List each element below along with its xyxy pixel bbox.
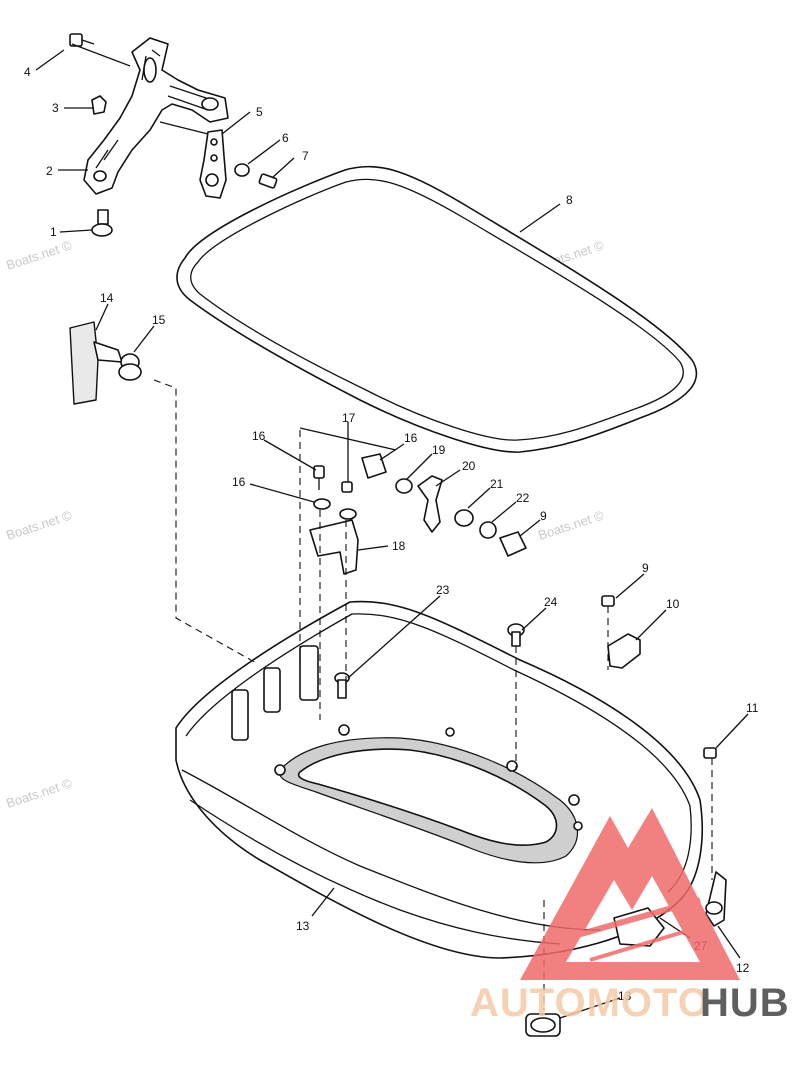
callout-25: 23 <box>436 583 450 597</box>
callout-17: 16 <box>232 475 246 489</box>
watermark: Boats.net © <box>4 507 74 542</box>
lower-hardware <box>334 595 727 1037</box>
callout-19: 17 <box>342 411 356 425</box>
logo-text-automoto: AUTOMOTO <box>470 981 710 1025</box>
bolt-part-1 <box>91 209 113 237</box>
callout-21: 19 <box>432 443 446 457</box>
callouts: 4 3 2 1 5 6 7 8 14 15 16 17 16 19 20 21 … <box>24 65 759 1003</box>
grommet-part-16 <box>118 353 142 381</box>
logo-text-hub: HUB <box>700 981 790 1025</box>
callout-1: 1 <box>50 225 57 239</box>
callout-13: 13 <box>618 989 632 1003</box>
cap-part-3 <box>91 95 107 115</box>
callout-18: 16 <box>252 429 266 443</box>
automotohub-logo: AUTOMOTO HUB <box>470 808 790 1025</box>
latch-part-15 <box>69 321 123 405</box>
callout-26: 24 <box>544 595 558 609</box>
callout-3: 3 <box>52 101 59 115</box>
callout-8: 8 <box>566 193 573 207</box>
callout-11: 11 <box>746 701 759 715</box>
callout-14: 13 <box>296 919 310 933</box>
callout-9-upper: 9 <box>540 509 547 523</box>
callout-20: 18 <box>392 539 406 553</box>
latch-hardware <box>309 453 527 575</box>
seal-ring-part-8 <box>176 165 698 453</box>
lower-cowl-part-14 <box>175 600 703 959</box>
callout-15: 14 <box>100 291 114 305</box>
watermark: Boats.net © <box>4 237 74 272</box>
watermark: Boats.net © <box>536 507 606 542</box>
bracket-part <box>83 37 229 195</box>
callout-6: 6 <box>282 131 289 145</box>
callout-16b: 16 <box>404 431 418 445</box>
callout-23: 21 <box>490 477 504 491</box>
bracket-assembly <box>69 33 278 237</box>
callout-10: 10 <box>666 597 680 611</box>
washer-part-6 <box>234 163 250 177</box>
callout-7: 7 <box>302 149 309 163</box>
callout-24: 22 <box>516 491 530 505</box>
callout-16: 15 <box>152 313 166 327</box>
callout-4: 4 <box>24 65 31 79</box>
callout-5: 5 <box>256 105 263 119</box>
watermark: Boats.net © <box>4 775 74 810</box>
callout-12: 12 <box>736 961 750 975</box>
callout-9-lower: 9 <box>642 561 649 575</box>
logo-triangle-icon <box>520 808 740 980</box>
callout-2: 2 <box>46 164 53 178</box>
callout-22: 20 <box>462 459 476 473</box>
